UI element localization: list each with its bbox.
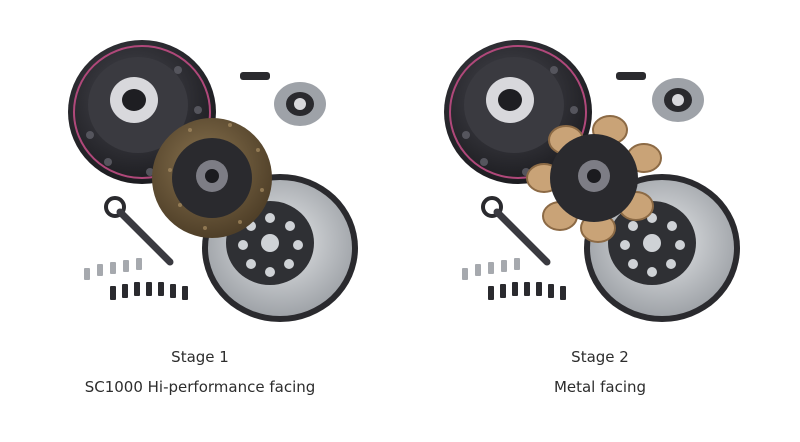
clutch-kit-image-stage-1 — [68, 40, 358, 322]
bolts-stage-2 — [462, 258, 566, 300]
alignment-tool-stage-2 — [481, 196, 551, 266]
stage-label-1: Stage 1 — [171, 348, 229, 366]
clutch-disc-stage-2 — [526, 115, 662, 243]
clutch-kit-image-stage-2 — [444, 40, 740, 322]
product-stage-2: Stage 2 Metal facing — [400, 0, 800, 442]
alignment-tool-stage-1 — [104, 196, 174, 266]
release-bearing-stage-2 — [616, 72, 704, 122]
release-bearing-stage-1 — [240, 72, 326, 126]
clutch-disc-stage-1 — [152, 118, 272, 238]
stage-label-2: Stage 2 — [571, 348, 629, 366]
facing-label-2: Metal facing — [553, 378, 647, 396]
facing-label-1: SC1000 Hi-performance facing — [84, 378, 316, 396]
product-stage-1: Stage 1 SC1000 Hi-performance facing — [68, 40, 358, 396]
bolts-stage-1 — [84, 258, 188, 300]
